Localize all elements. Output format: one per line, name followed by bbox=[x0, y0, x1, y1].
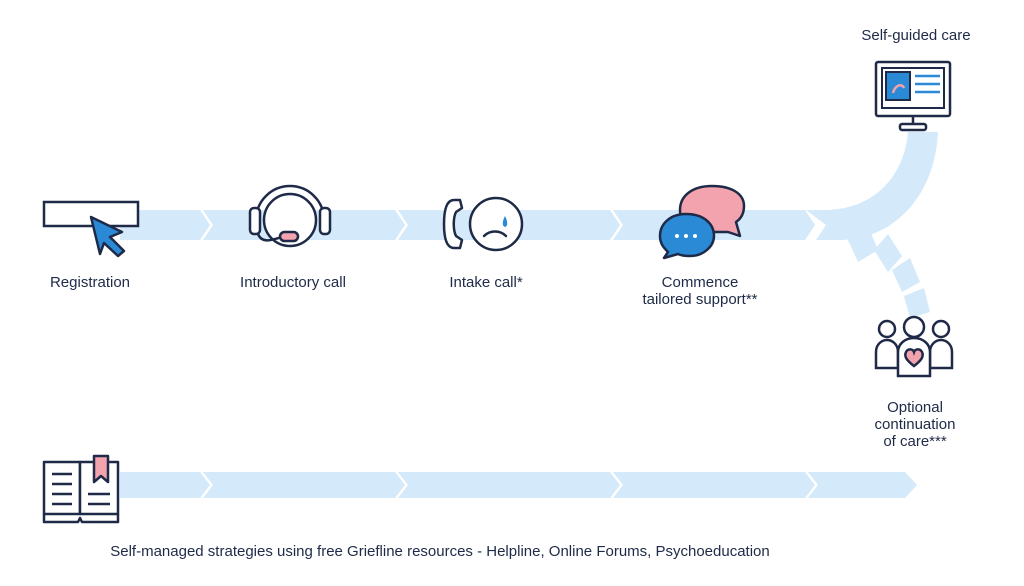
branch-up-self-guided bbox=[806, 132, 938, 240]
group-heart-icon bbox=[874, 315, 954, 378]
label-optional-continuation: Optional continuation of care*** bbox=[874, 399, 956, 450]
label-introductory-call: Introductory call bbox=[240, 274, 346, 291]
label-commence-support: Commence tailored support** bbox=[642, 274, 758, 308]
label-intake-call: Intake call* bbox=[449, 274, 523, 291]
path-segment-1 bbox=[120, 210, 210, 240]
chat-bubbles-icon bbox=[658, 184, 746, 260]
label-self-guided-care: Self-guided care bbox=[861, 27, 971, 44]
label-self-managed: Self-managed strategies using free Grief… bbox=[110, 543, 770, 560]
computer-icon bbox=[874, 60, 952, 132]
headset-icon bbox=[248, 184, 332, 248]
self-managed-pathway-arrows bbox=[120, 472, 917, 498]
cursor-icon bbox=[42, 200, 140, 258]
book-icon bbox=[42, 454, 120, 524]
branch-down-optional bbox=[848, 226, 930, 318]
phone-sad-icon bbox=[442, 196, 524, 252]
label-registration: Registration bbox=[49, 274, 131, 291]
